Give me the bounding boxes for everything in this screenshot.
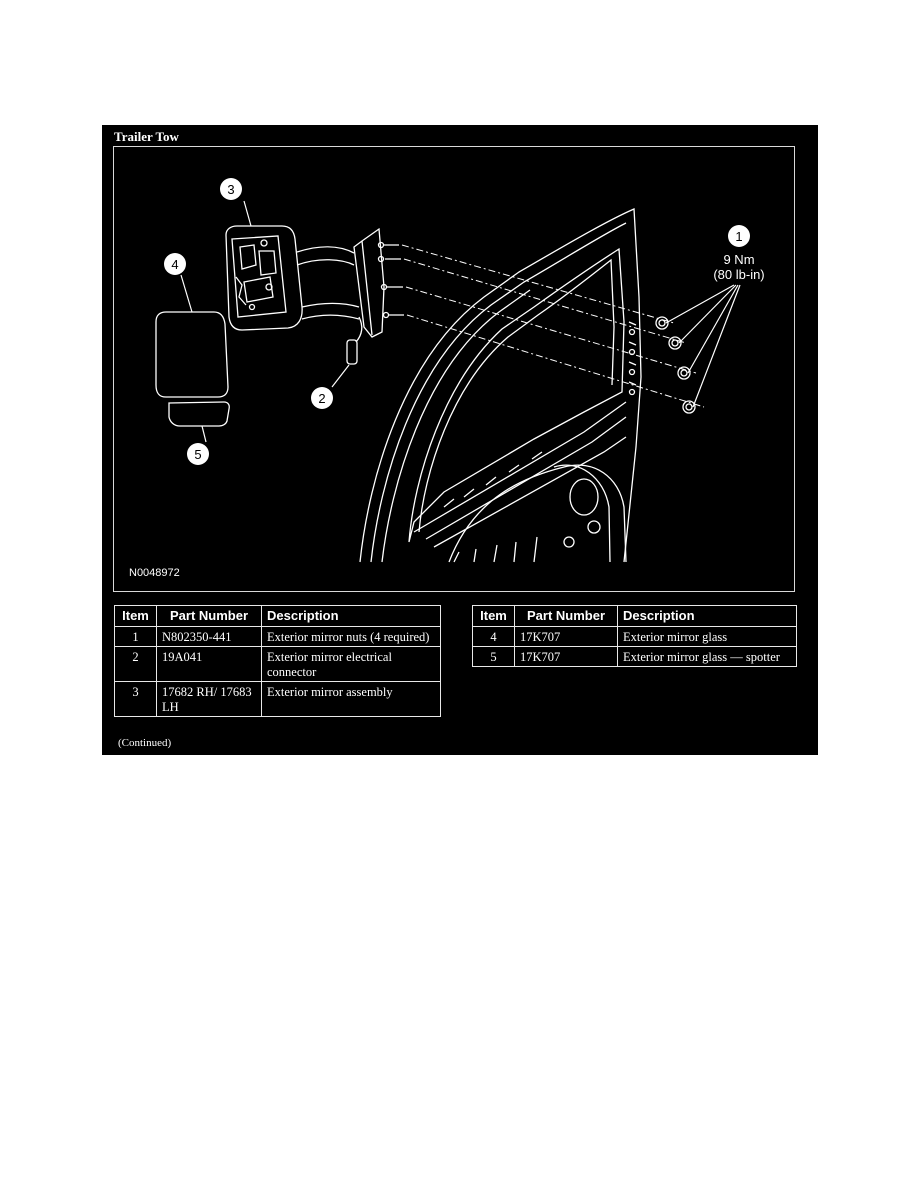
torque-imperial: (80 lb-in) [713,267,764,282]
parts-table-left: Item Part Number Description 1 N802350-4… [114,605,441,717]
mirror-nuts [655,316,696,414]
item-number: 3 [114,681,157,717]
part-number: 17K707 [514,626,618,647]
header-item: Item [472,605,515,627]
parts-table-right: Item Part Number Description 4 17K707 Ex… [472,605,797,667]
table-row: 2 19A041 Exterior mirror electrical conn… [114,646,441,682]
torque-value: 9 Nm [723,252,754,267]
table-row: 3 17682 RH/ 17683 LH Exterior mirror ass… [114,681,441,717]
part-number: 19A041 [156,646,262,682]
callout-1: 1 [728,225,750,247]
figure-id: N0048972 [129,567,180,579]
header-part-number: Part Number [156,605,262,627]
item-number: 4 [472,626,515,647]
svg-text:1: 1 [735,229,742,244]
panel-title: Trailer Tow [114,129,179,144]
table-row: 4 17K707 Exterior mirror glass [472,626,797,647]
callout-3: 3 [220,178,242,200]
item-number: 2 [114,646,157,682]
mirror-arm-assembly [296,227,404,338]
part-number: 17682 RH/ 17683 LH [156,681,262,717]
mirror-housing [225,225,303,331]
table-header-row: Item Part Number Description [114,605,441,627]
alignment-lines [401,244,705,408]
mirror-glass [155,311,229,398]
description: Exterior mirror electrical connector [261,646,441,682]
leader-lines [180,200,741,443]
electrical-connector [346,316,363,365]
table-row: 1 N802350-441 Exterior mirror nuts (4 re… [114,626,441,647]
description: Exterior mirror glass [617,626,797,647]
part-number: 17K707 [514,646,618,667]
item-number: 5 [472,646,515,667]
part-number: N802350-441 [156,626,262,647]
svg-text:3: 3 [227,182,234,197]
item-number: 1 [114,626,157,647]
spotter-glass [168,401,230,427]
continued-note: (Continued) [118,737,172,749]
header-item: Item [114,605,157,627]
table-header-row: Item Part Number Description [472,605,797,627]
description: Exterior mirror assembly [261,681,441,717]
description: Exterior mirror nuts (4 required) [261,626,441,647]
description: Exterior mirror glass — spotter [617,646,797,667]
table-row: 5 17K707 Exterior mirror glass — spotter [472,646,797,667]
mirror-exploded-diagram: 1 2 3 4 5 9 Nm (80 lb-in) [155,178,765,563]
svg-text:2: 2 [318,391,325,406]
header-description: Description [617,605,797,627]
svg-text:5: 5 [194,447,201,462]
callout-5: 5 [187,443,209,465]
header-description: Description [261,605,441,627]
header-part-number: Part Number [514,605,618,627]
callout-4: 4 [164,253,186,275]
callout-2: 2 [311,387,333,409]
svg-text:4: 4 [171,257,178,272]
door-frame [359,208,642,563]
diagram-frame: 1 2 3 4 5 9 Nm (80 lb-in) N0048972 [113,146,795,592]
trailer-tow-panel: Trailer Tow [102,125,818,755]
